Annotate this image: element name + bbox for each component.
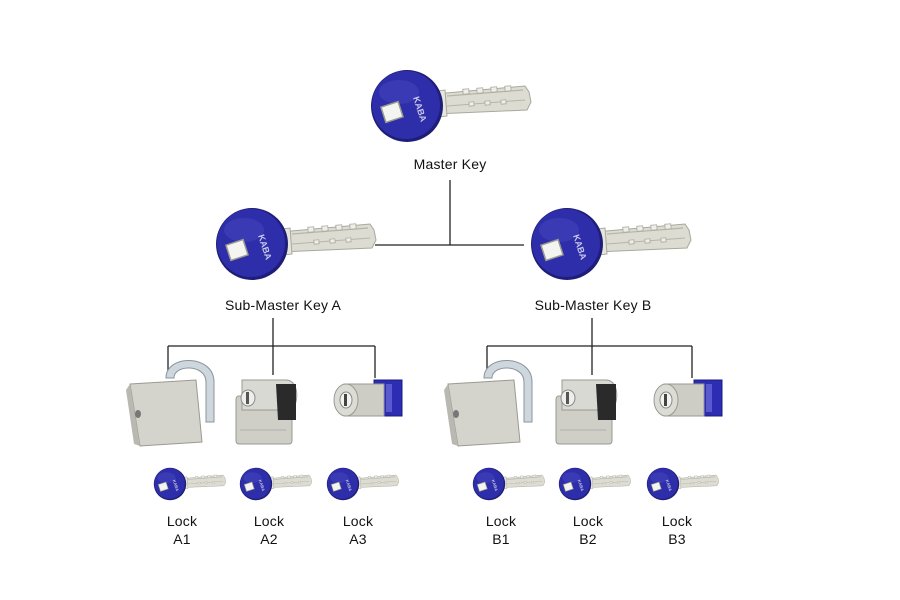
lock-key-icon <box>558 467 632 501</box>
lock-key-icon <box>646 467 720 501</box>
lock-key-icon <box>153 467 227 501</box>
lock-b3-label: Lock B3 <box>647 512 707 548</box>
lock-key-icon <box>472 467 546 501</box>
lock-label-line2: A2 <box>260 531 278 547</box>
lock-label-line2: B3 <box>668 531 686 547</box>
half-cylinder-icon <box>235 379 298 445</box>
lock-label-line2: A1 <box>173 531 191 547</box>
half-cylinder-icon <box>555 379 618 445</box>
lock-label-line2: B1 <box>492 531 510 547</box>
lock-key-icon <box>239 467 313 501</box>
lock-label-line1: Lock <box>485 513 517 529</box>
lock-a3-label: Lock A3 <box>328 512 388 548</box>
lock-a2-label: Lock A2 <box>239 512 299 548</box>
lock-label-line1: Lock <box>166 513 198 529</box>
lock-label-line2: B2 <box>579 531 597 547</box>
lock-a1-label: Lock A1 <box>152 512 212 548</box>
lock-label-line2: A3 <box>349 531 367 547</box>
lock-label-line1: Lock <box>253 513 285 529</box>
submaster-key-b-icon <box>530 207 692 281</box>
lock-b1-label: Lock B1 <box>471 512 531 548</box>
cam-lock-icon <box>653 379 723 417</box>
padlock-icon <box>125 359 215 447</box>
padlock-icon <box>443 359 533 447</box>
lock-label-line1: Lock <box>572 513 604 529</box>
lock-label-line1: Lock <box>661 513 693 529</box>
cam-lock-icon <box>333 379 403 417</box>
master-key-icon <box>370 69 532 143</box>
master-key-label: Master Key <box>413 156 487 172</box>
connector-lines <box>167 180 693 378</box>
submaster-key-a-icon <box>215 207 377 281</box>
lock-b2-label: Lock B2 <box>558 512 618 548</box>
lock-key-icon <box>326 467 400 501</box>
lock-label-line1: Lock <box>342 513 374 529</box>
submaster-a-label: Sub-Master Key A <box>224 297 342 313</box>
submaster-b-label: Sub-Master Key B <box>534 297 652 313</box>
